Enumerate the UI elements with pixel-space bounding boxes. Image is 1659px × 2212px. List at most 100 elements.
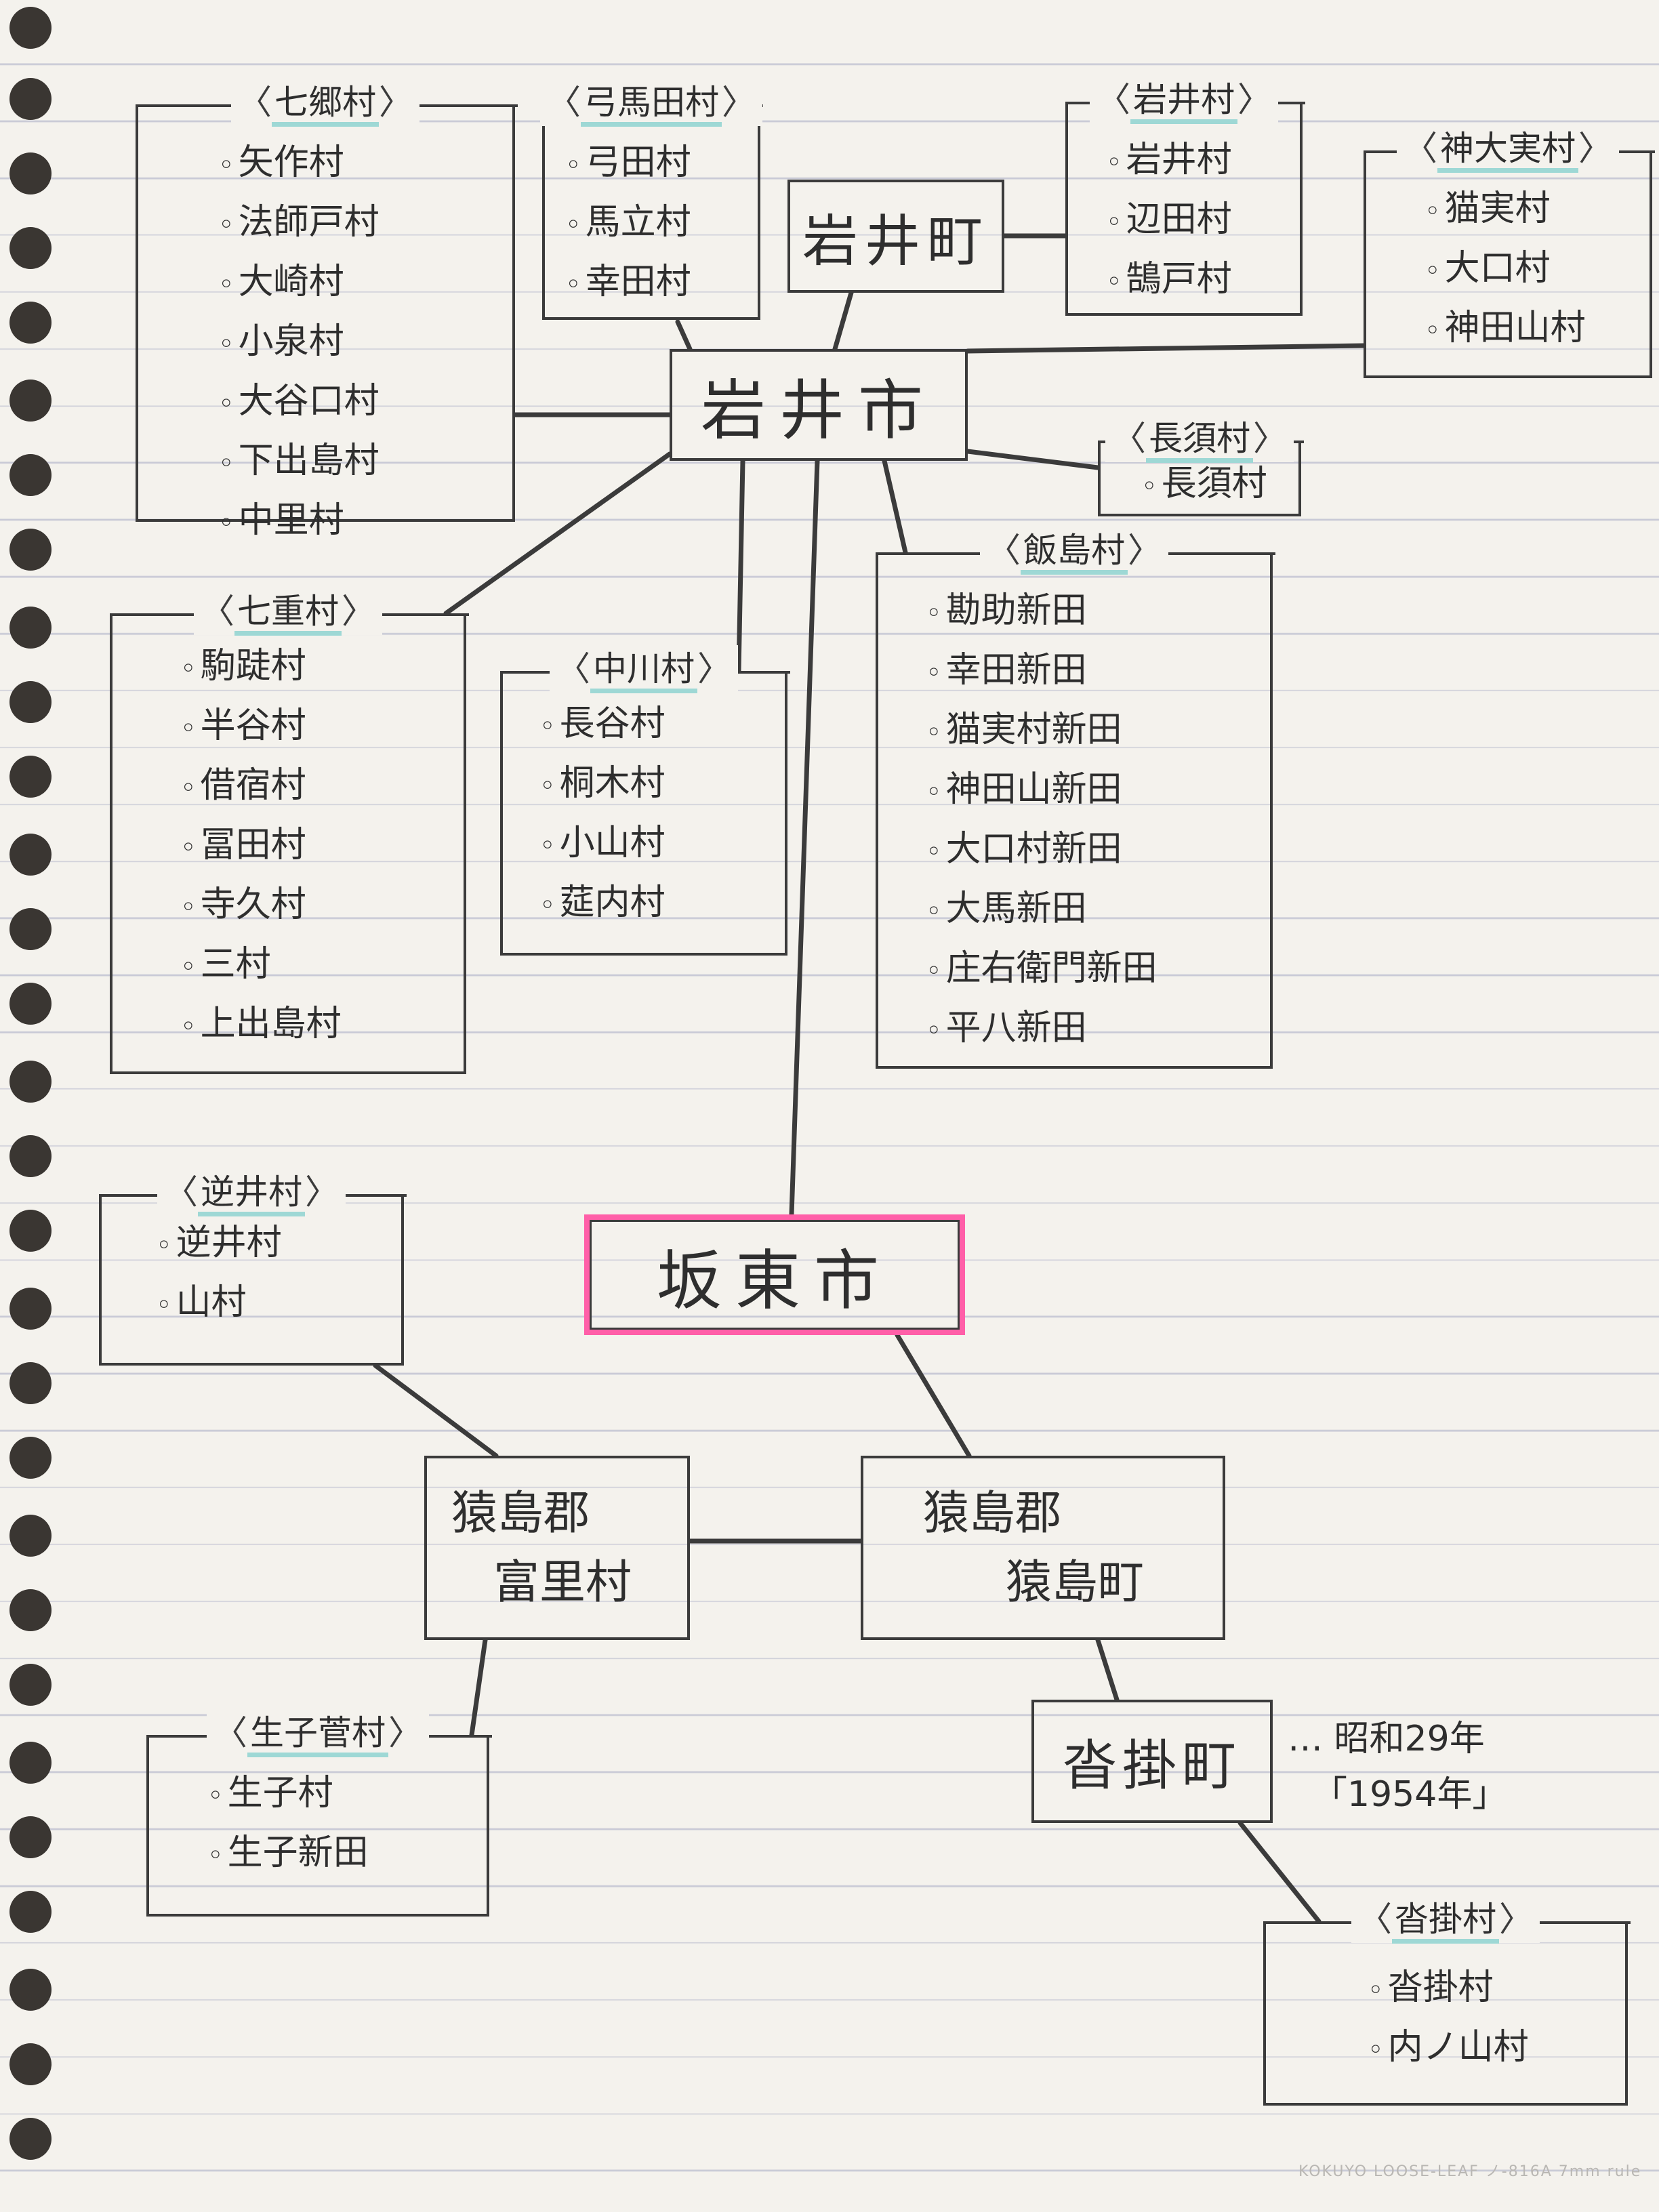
sashima-district-label: 猿島郡 [923,1487,1062,1540]
list-item: 大谷口村 [218,373,380,432]
list-item: 三村 [180,936,342,996]
group-nanae-title: 〈七重村〉 [194,588,382,636]
list-item: 平八新田 [926,1000,1158,1059]
list-item: 大口村 [1425,240,1586,300]
binder-hole [9,1891,52,1933]
list-item: 莚内村 [539,874,665,934]
paper-brand-imprint: KOKUYO LOOSE-LEAF ノ-816A 7mm rule [1298,2163,1642,2180]
list-item: 幸田新田 [926,642,1158,701]
list-item: 下出島村 [218,432,380,492]
binder-hole [9,1589,52,1631]
list-item: 借宿村 [180,757,342,817]
iwai-town-label: 岩井町 [802,209,989,274]
fusato-district-label: 猿島郡 [451,1487,590,1540]
binder-hole [9,2118,52,2160]
list-item: 神田山新田 [926,761,1158,821]
list-item: 岩井村 [1106,131,1232,191]
edge-bando-sashima-town [895,1332,972,1458]
list-item: 勘助新田 [926,582,1158,642]
group-nakagawa-title: 〈中川村〉 [550,645,738,693]
edge-fusato-ikone [469,1637,488,1738]
group-kutsukake-village-title: 〈沓掛村〉 [1351,1896,1540,1944]
group-sakai: 〈逆井村〉 逆井村 山村 [99,1168,407,1366]
binder-hole [9,1362,52,1404]
group-nanago-title: 〈七郷村〉 [231,79,419,127]
list-item: 半谷村 [180,697,342,757]
list-item: 逆井村 [156,1214,282,1274]
list-item: 幸田村 [565,253,691,313]
iwai-city-label: 岩井市 [701,373,937,449]
group-kandai-title: 〈神大実村〉 [1397,125,1619,173]
list-item: 駒跿村 [180,638,342,697]
group-iwai-village-title: 〈岩井村〉 [1090,76,1278,124]
group-nakagawa: 〈中川村〉 長谷村 桐木村 小山村 莚内村 [500,645,790,956]
list-item: 鵠戸村 [1106,251,1232,310]
edge-iwai-kandai [965,343,1366,354]
edge-iwai-nanae [443,451,672,616]
iwai-city-box: 岩井市 [670,349,968,461]
binder-hole [9,2043,52,2085]
group-nagasu-title: 〈長須村〉 [1105,415,1294,463]
binder-hole [9,227,52,269]
fusato-village-label: 富里村 [493,1556,632,1610]
list-item: 辺田村 [1106,191,1232,251]
binder-hole [9,756,52,798]
list-item: 大口村新田 [926,821,1158,880]
list-item: 弓田村 [565,134,691,194]
binder-hole [9,1515,52,1557]
edge-kutsukake-town-village [1237,1820,1322,1924]
binder-hole [9,1969,52,2011]
edge-sashima-town-kutsukake [1095,1637,1120,1702]
list-item: 生子村 [207,1765,369,1824]
group-ikone-title: 〈生子菅村〉 [207,1709,429,1757]
binder-hole [9,78,52,120]
binder-hole [9,1664,52,1706]
group-ikone: 〈生子菅村〉 生子村 生子新田 [146,1709,492,1917]
group-nanago-list: 矢作村 法師戸村 大崎村 小泉村 大谷口村 下出島村 中里村 [218,134,380,552]
binder-hole [9,1061,52,1103]
group-iijima-list: 勘助新田 幸田新田 猫実村新田 神田山新田 大口村新田 大馬新田 庄右衛門新田 … [926,582,1158,1059]
list-item: 猫実村新田 [926,701,1158,761]
binder-hole [9,834,52,876]
binder-hole [9,1816,52,1858]
list-item: 桐木村 [539,755,665,815]
group-iijima-title: 〈飯島村〉 [980,527,1168,575]
edge-iwai-iijima [882,458,908,555]
list-item: 長谷村 [539,695,665,755]
group-iwai-village: 〈岩井村〉 岩井村 辺田村 鵠戸村 [1065,76,1305,316]
annotation-western-year: 「1954年」 [1312,1774,1508,1815]
edge-sakai-fusato [373,1363,499,1458]
group-nagasu: 〈長須村〉 長須村 [1098,415,1304,516]
edge-iwai-bando [789,458,820,1217]
binder-hole [9,983,52,1025]
list-item: 沓掛村 [1368,1959,1529,2019]
group-kutsukake-village-list: 沓掛村 内ノ山村 [1368,1959,1529,2078]
list-item: 生子新田 [207,1824,369,1884]
group-nanago: 〈七郷村〉 矢作村 法師戸村 大崎村 小泉村 大谷口村 下出島村 中里村 [136,79,518,541]
group-nagasu-list: 長須村 [1141,455,1267,515]
list-item: 猫実村 [1425,180,1586,240]
binder-hole [9,302,52,344]
kutsukake-town-box: 沓掛町 [1031,1700,1273,1823]
binder-hole [9,681,52,723]
list-item: 大馬新田 [926,880,1158,940]
group-yumada: 〈弓馬田村〉 弓田村 馬立村 幸田村 [540,79,763,320]
group-ikone-list: 生子村 生子新田 [207,1765,369,1884]
sashima-town-box: 猿島郡 猿島町 [861,1456,1225,1640]
group-nakagawa-list: 長谷村 桐木村 小山村 莚内村 [539,695,665,934]
group-iijima: 〈飯島村〉 勘助新田 幸田新田 猫実村新田 神田山新田 大口村新田 大馬新田 庄… [876,527,1275,1069]
binder-hole [9,7,52,49]
edge-iwai-yumada [675,319,693,352]
binder-hole [9,1288,52,1330]
binder-hole [9,908,52,950]
bando-city-label: 坂東市 [657,1242,893,1319]
binder-hole [9,1210,52,1252]
group-nanae: 〈七重村〉 駒跿村 半谷村 借宿村 冨田村 寺久村 三村 上出島村 [110,588,469,1074]
edge-iwai-nagasu [965,449,1101,470]
binder-hole [9,1135,52,1177]
kutsukake-town-label: 沓掛町 [1063,1734,1242,1797]
list-item: 神田山村 [1425,300,1586,359]
list-item: 長須村 [1141,455,1267,515]
edge-iwai-nakagawa [736,458,745,674]
